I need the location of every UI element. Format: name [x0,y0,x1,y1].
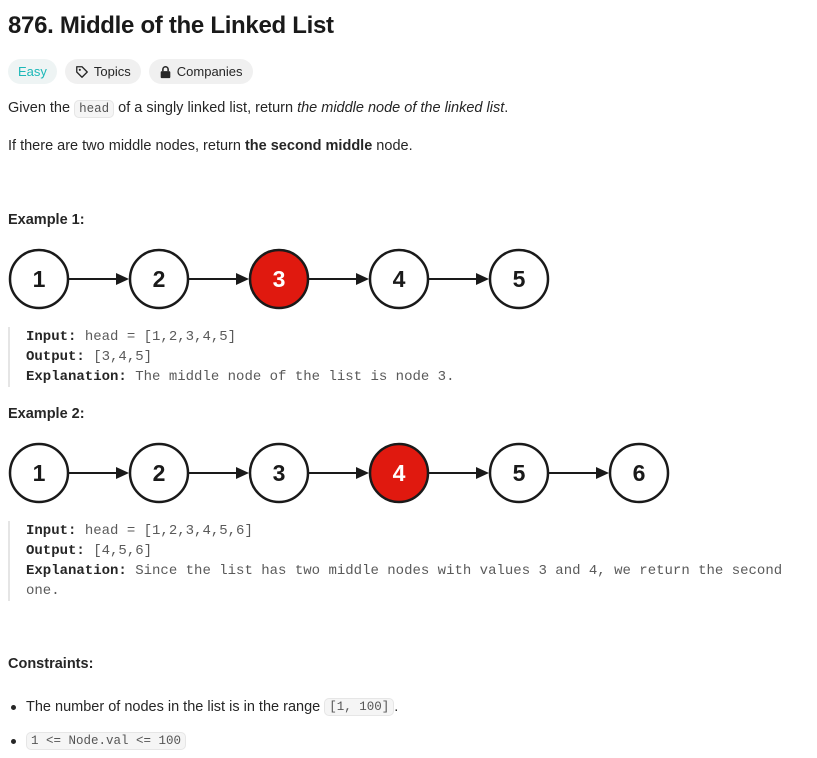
output-value: [3,4,5] [84,349,153,365]
arrow-head-icon [236,273,249,285]
arrow-head-icon [356,467,369,479]
arrow-head-icon [356,273,369,285]
output-label: Output: [26,543,85,559]
list-node [8,442,70,504]
list-node [128,248,190,310]
constraints-list: The number of nodes in the list is in th… [8,690,398,758]
description-bold: the second middle [244,138,373,154]
problem-tags: Easy Topics Companies [8,59,253,84]
problem-title: 876. Middle of the Linked List [8,12,334,39]
list-node-label: 2 [153,460,166,486]
output-value: [4,5,6] [84,543,153,559]
list-node [488,248,550,310]
explanation-label: Explanation: [26,563,127,579]
example-1-block: Input: head = [1,2,3,4,5] Output: [3,4,5… [8,327,806,387]
list-node-label: 1 [33,266,46,292]
list-node-label: 3 [273,266,286,292]
companies-label: Companies [176,64,243,79]
companies-button[interactable]: Companies [148,59,253,84]
description-text: node. [372,138,413,154]
list-node [608,442,670,504]
description-text: . [504,100,509,116]
arrow-head-icon [236,467,249,479]
list-node [488,442,550,504]
list-item: The number of nodes in the list is in th… [8,690,398,724]
explanation-value: The middle node of the list is node 3. [126,369,455,385]
list-node [8,248,70,310]
inline-code: 1 <= Node.val <= 100 [26,732,187,750]
description-paragraph: Given the head of a singly linked list, … [8,100,509,118]
description-paragraph-2: If there are two middle nodes, return th… [8,138,413,154]
list-node-label: 6 [633,460,646,486]
arrow-head-icon [476,467,489,479]
arrow-head-icon [116,273,129,285]
example-2-heading: Example 2: [8,406,85,422]
inline-code-head: head [74,100,115,118]
difficulty-badge[interactable]: Easy [8,59,57,84]
explanation-value: Since the list has two middle nodes with… [26,563,791,599]
arrow-head-icon [116,467,129,479]
list-node-label: 2 [153,266,166,292]
list-node-highlighted [368,442,430,504]
output-label: Output: [26,349,85,365]
description-text: Given the [8,100,75,116]
example-2-linked-list-diagram: 1 2 3 4 5 6 [8,442,670,504]
input-value: head = [1,2,3,4,5] [76,329,237,345]
constraints-heading: Constraints: [8,656,94,672]
list-node-label: 5 [513,266,526,292]
input-value: head = [1,2,3,4,5,6] [76,523,253,539]
input-label: Input: [26,329,77,345]
description-text: of a singly linked list, return [114,100,298,116]
constraint-text: The number of nodes in the list is in th… [26,699,321,715]
lock-icon [159,65,172,79]
list-node-highlighted [248,248,310,310]
list-node [248,442,310,504]
list-node-label: 3 [273,460,286,486]
explanation-label: Explanation: [26,369,127,385]
list-node-label: 4 [393,460,406,486]
list-node-label: 4 [393,266,406,292]
list-node [368,248,430,310]
example-1-heading: Example 1: [8,212,85,228]
arrow-head-icon [596,467,609,479]
input-label: Input: [26,523,77,539]
inline-code: [1, 100] [324,698,395,716]
list-node-label: 5 [513,460,526,486]
example-1-linked-list-diagram: 1 2 3 4 5 [8,248,550,310]
arrow-head-icon [476,273,489,285]
example-2-block: Input: head = [1,2,3,4,5,6] Output: [4,5… [8,521,806,601]
constraint-text: . [394,699,399,715]
description-emphasis: the middle node of the linked list [297,100,505,116]
topics-label: Topics [93,64,131,79]
description-text: If there are two middle nodes, return [8,138,245,154]
list-node-label: 1 [33,460,46,486]
list-item: 1 <= Node.val <= 100 [8,724,398,758]
topics-button[interactable]: Topics [64,59,141,84]
tag-icon [75,65,89,79]
list-node [128,442,190,504]
